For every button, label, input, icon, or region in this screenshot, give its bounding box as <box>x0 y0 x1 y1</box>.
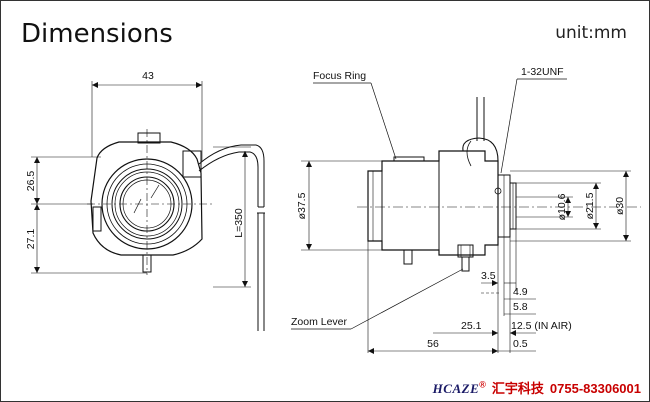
brand-logo: HCAZE <box>432 381 480 396</box>
unit-label: unit:mm <box>555 23 627 43</box>
dim-width <box>91 81 203 161</box>
company-name: 汇宇科技 <box>491 382 544 397</box>
dim-d215-label: ø21.5 <box>584 192 596 219</box>
dim-body-dia-label: ø37.5 <box>296 192 308 219</box>
dim-56-label: 56 <box>427 338 439 350</box>
dim-05-label: 0.5 <box>513 338 528 350</box>
focus-ring-label: Focus Ring <box>313 70 366 82</box>
dim-49-label: 4.9 <box>513 286 528 298</box>
dim-35-label: 3.5 <box>481 270 496 282</box>
footer-banner: HCAZE® 汇宇科技 0755-83306001 <box>433 378 641 397</box>
dim-251-label: 25.1 <box>461 320 482 332</box>
motor-knob <box>462 97 499 167</box>
dim-d30-label: ø30 <box>614 197 626 215</box>
dim-d106-label: ø10.6 <box>556 193 568 220</box>
zoom-lever <box>403 244 474 272</box>
cable <box>198 144 265 331</box>
registered-mark: ® <box>479 379 486 390</box>
front-view-body <box>90 132 203 256</box>
dim-heights <box>31 156 147 274</box>
dim-upper-label: 26.5 <box>25 171 37 192</box>
dim-right-diameters <box>510 170 631 242</box>
dim-width-label: 43 <box>142 70 154 82</box>
thread-label: 1-32UNF <box>521 66 564 78</box>
dim-cable-label: L=350 <box>233 208 245 238</box>
dim-125-label: 12.5 (IN AIR) <box>511 320 572 332</box>
dim-lower-label: 27.1 <box>25 229 37 250</box>
page-title: Dimensions <box>21 19 173 49</box>
side-view-body <box>367 150 517 256</box>
callout-leaders <box>291 78 567 330</box>
side-view <box>291 78 641 354</box>
phone-number: 0755-83306001 <box>549 381 641 396</box>
dim-58-label: 5.8 <box>513 301 528 313</box>
dim-body-dia <box>301 160 382 251</box>
dim-cable <box>213 146 251 288</box>
dim-bottom <box>367 229 536 354</box>
front-view <box>31 81 265 331</box>
zoom-lever-label: Zoom Lever <box>291 316 348 328</box>
